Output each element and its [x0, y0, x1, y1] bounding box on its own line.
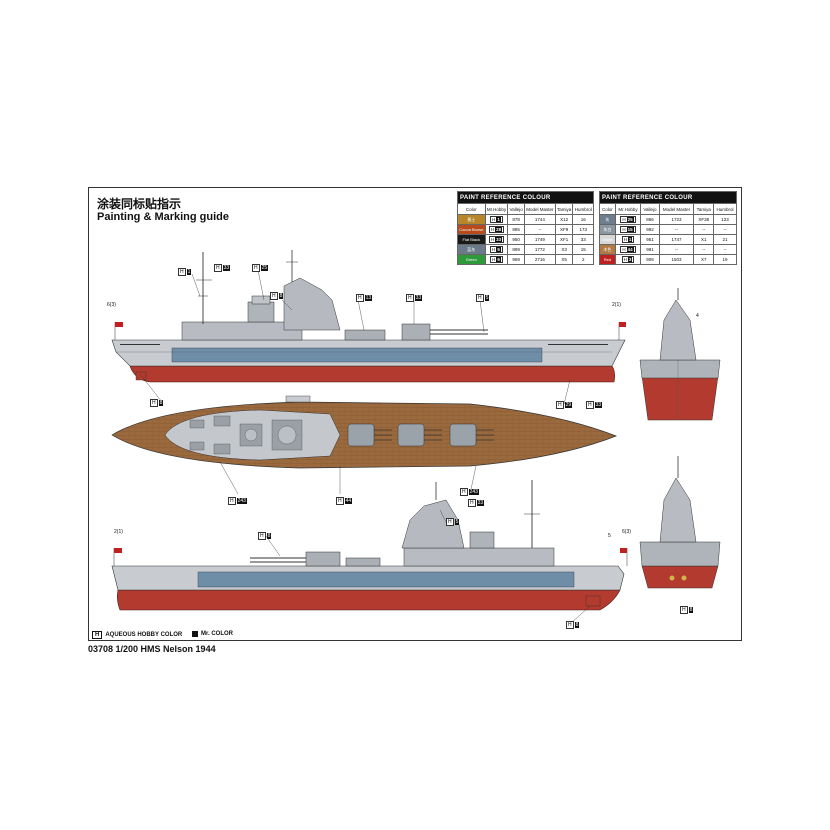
bow-view [639, 456, 721, 589]
flag-label: 6(3) [622, 529, 631, 535]
hobby-number: 6 [496, 257, 501, 262]
hobby-number: 33 [495, 237, 503, 242]
flag-label: 2(1) [114, 529, 123, 535]
deck-plan [111, 395, 617, 469]
cell-humbrol: 2 [572, 254, 594, 265]
mr-color-icon [192, 631, 198, 637]
leader-lines [139, 269, 591, 625]
hobby-number: 15 [626, 227, 634, 232]
hobby-number: 5 [496, 247, 501, 252]
hobby-prefix: H [622, 217, 626, 222]
hobby-number: 1 [496, 217, 501, 222]
hobby-prefix: H [490, 227, 495, 232]
hobby-prefix: H [492, 247, 496, 252]
hobby-prefix: H [622, 227, 626, 232]
hobby-prefix: H [490, 237, 495, 242]
hobby-number: 1 [627, 237, 633, 242]
mr-color-label: Mr. COLOR [201, 631, 234, 637]
flag-label: 6(3) [107, 302, 116, 308]
aqueous-code: H [92, 631, 103, 639]
flag-label: 2(1) [612, 302, 621, 308]
profile-starboard [111, 250, 626, 383]
cell-humbrol: 19 [713, 254, 737, 265]
main-turrets [347, 423, 477, 447]
profile-port [111, 480, 628, 611]
cell-mm: 2716 [523, 254, 556, 265]
hull-blue-band [171, 347, 543, 363]
hobby-prefix: H [622, 247, 626, 252]
hobby-number: 3 [627, 257, 633, 262]
hobby-prefix: H [492, 257, 496, 262]
hobby-prefix: H [492, 217, 496, 222]
hobby-number: 25 [626, 217, 634, 222]
aqueous-label: AQUEOUS HOBBY COLOR [105, 632, 183, 638]
hobby-prefix: H [623, 257, 627, 262]
title-english: Painting & Marking guide [97, 211, 230, 223]
flag-label: 4 [696, 313, 699, 319]
hobby-number: 44 [626, 247, 634, 252]
flag-label: 5 [608, 533, 611, 539]
cell-tamiya: X5 [554, 254, 574, 265]
hull-red [117, 589, 621, 611]
cell-mm: 1503 [658, 254, 695, 265]
title-chinese: 涂装同标贴指示 [97, 197, 182, 211]
legend-mr-color: Mr. COLOR [192, 631, 233, 637]
stern-view [639, 288, 721, 421]
hull-red [129, 365, 615, 383]
footer-product: 03708 1/200 HMS Nelson 1944 [88, 644, 216, 654]
hobby-number: 28 [495, 227, 503, 232]
hull-blue-band [197, 571, 575, 588]
legend-aqueous: H AQUEOUS HOBBY COLOR [92, 631, 182, 639]
hobby-prefix: H [623, 237, 627, 242]
